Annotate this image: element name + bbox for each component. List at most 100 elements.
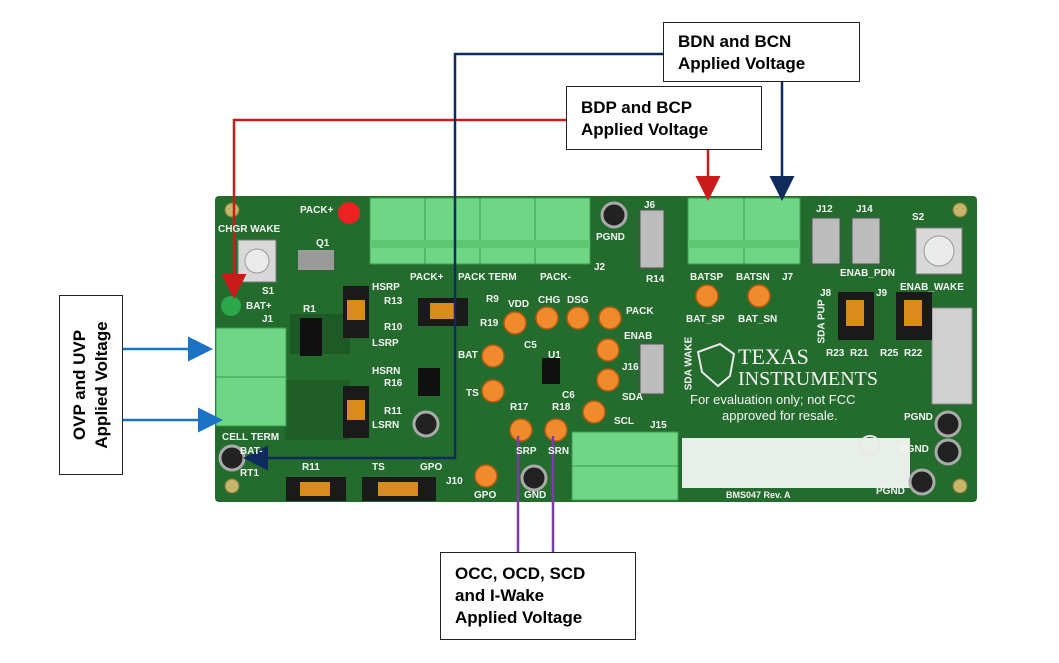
label-r13: R13 <box>384 296 403 307</box>
ic-u1 <box>542 358 560 384</box>
label-scl: SCL <box>614 416 634 427</box>
label-j6: J6 <box>644 200 656 211</box>
label-pgnd3: PGND <box>900 444 929 455</box>
label-r1: R1 <box>303 304 316 315</box>
label-enab-wake: ENAB_WAKE <box>900 282 964 293</box>
jumper <box>639 343 665 395</box>
led-pack <box>338 202 360 224</box>
label-pack-minus: PACK- <box>540 272 571 283</box>
testpoint-gpo <box>474 464 498 488</box>
label-r11b: R11 <box>302 462 320 473</box>
pcb-substrate <box>215 196 977 502</box>
label-gpo: GPO <box>420 462 443 473</box>
label-r19: R19 <box>480 318 499 329</box>
label-r23: R23 <box>826 348 845 359</box>
label-vdd: VDD <box>508 299 530 310</box>
label-lsrn: LSRN <box>372 420 400 431</box>
callout-line: Applied Voltage <box>455 608 583 627</box>
label-rev: BMS047 Rev. A <box>726 490 791 500</box>
label-u1: U1 <box>548 350 561 361</box>
label-j9: J9 <box>876 288 888 299</box>
callout-line: BDN and BCN <box>678 32 792 51</box>
testpoint-sda <box>596 368 620 392</box>
arrow-bdn-left <box>243 52 663 471</box>
testpoint-srn <box>544 418 568 442</box>
label-chgr-wake: CHGR WAKE <box>218 224 281 235</box>
label-r16: R16 <box>384 378 403 389</box>
testpoint-vdd <box>503 311 527 335</box>
testpoint-bat <box>481 344 505 368</box>
jumper <box>639 209 665 269</box>
label-r10: R10 <box>384 322 403 333</box>
label-r9: R9 <box>486 294 499 305</box>
label-s2: S2 <box>912 212 925 223</box>
ti-texas-text: TEXAS <box>738 344 809 369</box>
callout-line: Applied Voltage <box>678 54 806 73</box>
led-bat <box>221 296 241 316</box>
callout-rotated-text: OVP and UVP Applied Voltage <box>69 321 113 448</box>
label-q1: Q1 <box>316 238 330 249</box>
label-chg: CHG <box>538 295 561 306</box>
label-sda-pup: SDA PUP <box>816 299 828 344</box>
callout-line: OVP and UVP <box>70 329 89 441</box>
test-post <box>908 468 936 496</box>
label-r14: R14 <box>646 274 665 285</box>
label-sda-wake: SDA WAKE <box>683 336 695 391</box>
ic-q1 <box>298 250 334 270</box>
callout-line: BDP and BCP <box>581 98 693 117</box>
ic-q2 <box>418 368 440 396</box>
label-bat-plus: BAT+ <box>246 301 272 312</box>
testpoint-dsg <box>566 306 590 330</box>
testpoint-bat-sp <box>695 284 719 308</box>
mounting-hole <box>224 202 240 218</box>
label-lsrp: LSRP <box>372 338 399 349</box>
label-enab-pdn: ENAB_PDN <box>840 268 896 279</box>
label-pack-term: PACK TERM <box>458 272 517 283</box>
label-srn: SRN <box>548 446 570 457</box>
label-pgnd4: PGND <box>876 486 905 497</box>
label-hsrp: HSRP <box>372 282 400 293</box>
label-pack-plus: PACK+ <box>300 205 334 216</box>
label-r22: R22 <box>904 348 923 359</box>
callout-bdp-bcp: BDP and BCP Applied Voltage <box>566 86 762 150</box>
label-ts2: TS <box>466 388 479 399</box>
label-j14: J14 <box>856 204 873 215</box>
label-pack: PACK <box>626 306 654 317</box>
label-cell-term: CELL TERM <box>222 432 280 443</box>
label-pgnd2: PGND <box>904 412 933 423</box>
test-post <box>600 201 628 229</box>
label-j10: J10 <box>446 476 463 487</box>
callout-line: Applied Voltage <box>581 120 709 139</box>
mounting-hole <box>224 478 240 494</box>
label-bat-sn: BAT_SN <box>738 314 778 325</box>
label-bat-sp: BAT_SP <box>686 314 725 325</box>
label-j1: J1 <box>262 314 274 325</box>
callout-line: Applied Voltage <box>92 321 111 449</box>
label-sda: SDA <box>622 392 644 403</box>
test-post <box>934 438 962 466</box>
label-batsn: BATSN <box>736 272 770 283</box>
testpoint-scl <box>582 400 606 424</box>
label-ts: TS <box>372 462 385 473</box>
callout-line: and I-Wake <box>455 586 545 605</box>
label-batsp: BATSP <box>690 272 724 283</box>
label-pgnd: PGND <box>596 232 625 243</box>
jumper <box>851 217 881 265</box>
test-post <box>934 410 962 438</box>
label-srp: SRP <box>516 446 537 457</box>
test-post <box>520 464 548 492</box>
label-hsrn: HSRN <box>372 366 401 377</box>
testpoint-enab <box>596 338 620 362</box>
label-r11: R11 <box>384 406 402 417</box>
label-j15: J15 <box>650 420 667 431</box>
callout-occ-ocd-scd: OCC, OCD, SCD and I-Wake Applied Voltage <box>440 552 636 640</box>
testpoint-ts <box>481 379 505 403</box>
label-j8: J8 <box>820 288 832 299</box>
eval-text-line1: For evaluation only; not FCC <box>690 392 856 407</box>
testpoint-pack <box>598 306 622 330</box>
label-area <box>682 438 910 488</box>
eval-text-line2: approved for resale. <box>722 408 838 423</box>
label-dsg: DSG <box>567 295 589 306</box>
label-enab: ENAB <box>624 331 653 342</box>
